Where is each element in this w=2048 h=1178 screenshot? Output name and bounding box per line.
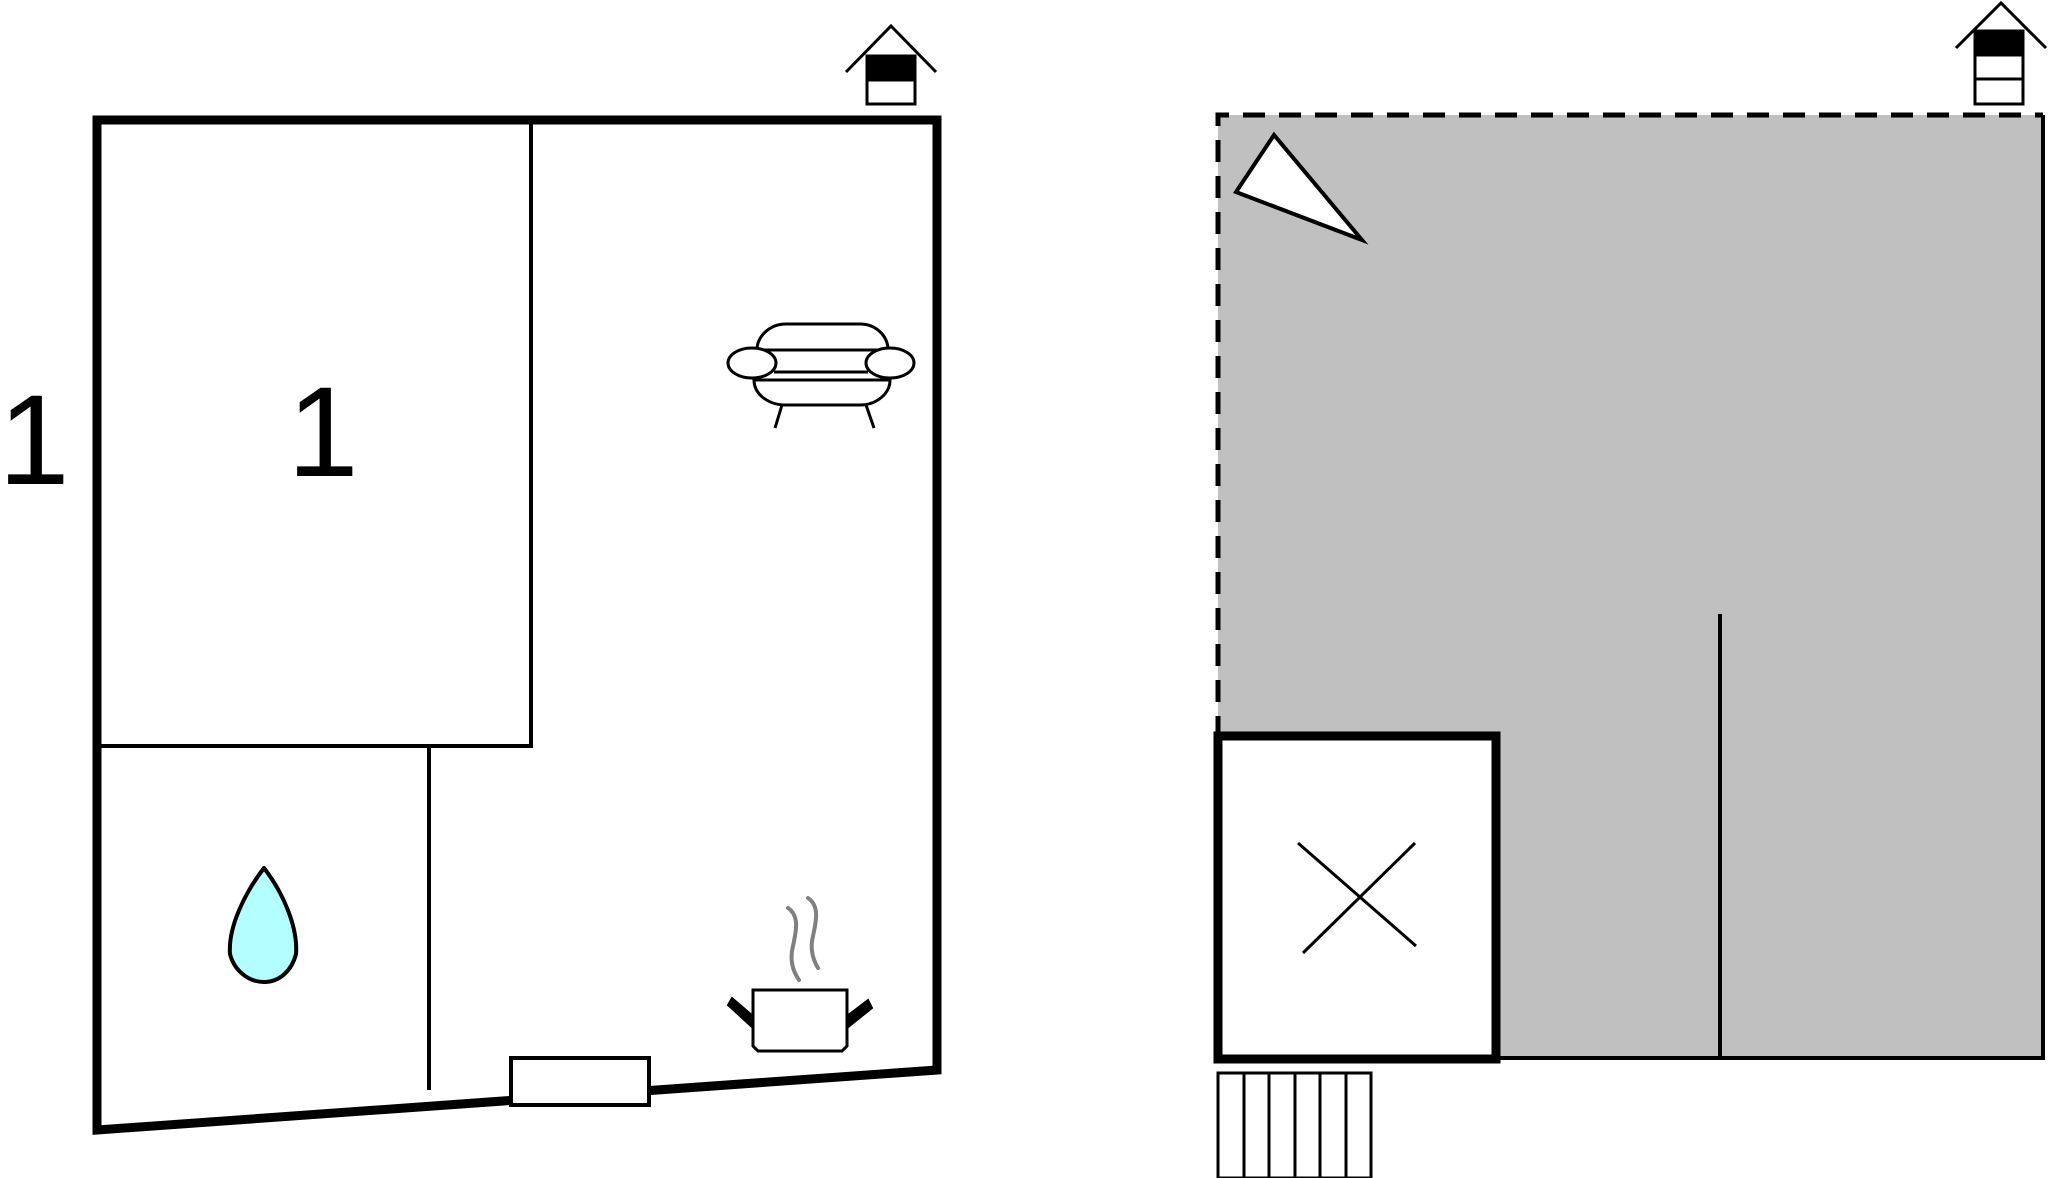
cooking-pot-icon bbox=[726, 896, 874, 1053]
triangle-icon bbox=[1232, 131, 1369, 245]
entrance-door-icon bbox=[509, 1056, 651, 1107]
floor-level-house-icon-upper bbox=[1954, 0, 2048, 106]
internal-walls bbox=[97, 120, 533, 1090]
outside-room-label: 1 bbox=[0, 369, 70, 512]
outer-wall-upper bbox=[1496, 115, 2045, 1060]
ground-floor-plan: 1 1 bbox=[0, 23, 942, 1135]
open-void-box bbox=[1213, 731, 1501, 1064]
upper-floor-plan bbox=[1213, 0, 2048, 1178]
open-edge-dashed bbox=[1215, 112, 2043, 738]
sofa-icon bbox=[726, 322, 916, 429]
staircase-icon bbox=[1216, 1071, 1373, 1178]
outer-wall bbox=[92, 115, 942, 1135]
floor-level-house-icon bbox=[844, 23, 938, 106]
cross-icon bbox=[1297, 841, 1417, 955]
bedroom-label: 1 bbox=[287, 361, 358, 504]
water-drop-icon bbox=[227, 866, 299, 984]
